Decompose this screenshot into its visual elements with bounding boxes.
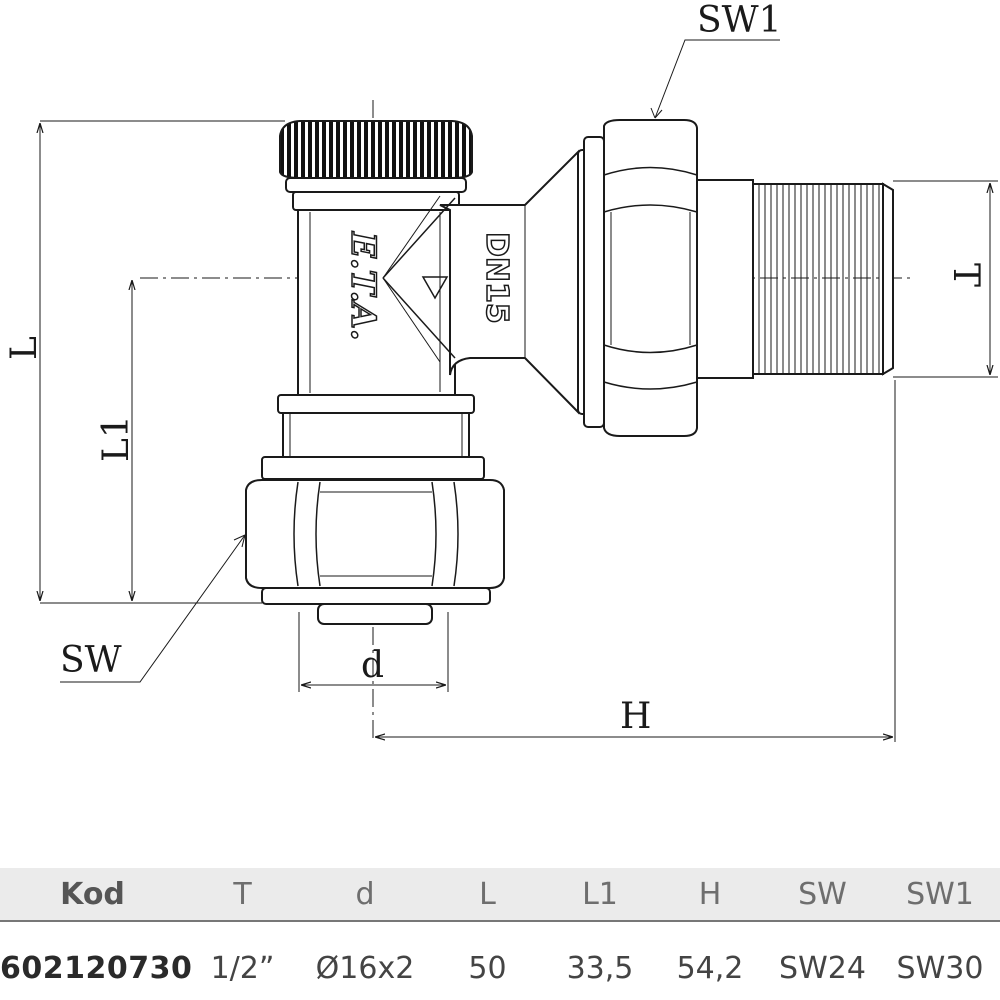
valve-body bbox=[261, 209, 485, 480]
header-d: d bbox=[300, 868, 430, 920]
header-t: T bbox=[185, 868, 300, 920]
label-sw1: SW1 bbox=[697, 0, 782, 41]
label-t: T bbox=[945, 263, 986, 287]
cell-sw: SW24 bbox=[765, 920, 880, 992]
cell-l: 50 bbox=[430, 920, 545, 992]
dimension-d bbox=[298, 612, 449, 692]
dimension-h bbox=[375, 380, 896, 742]
table-row: 602120730 1/2” Ø16x2 50 33,5 54,2 SW24 S… bbox=[0, 920, 1000, 992]
threaded-tailpiece bbox=[696, 179, 894, 379]
leader-sw1 bbox=[654, 39, 780, 119]
header-h: H bbox=[655, 868, 765, 920]
cell-h: 54,2 bbox=[655, 920, 765, 992]
cell-l1: 33,5 bbox=[545, 920, 655, 992]
header-l: L bbox=[430, 868, 545, 920]
header-sw1: SW1 bbox=[880, 868, 1000, 920]
header-l1: L1 bbox=[545, 868, 655, 920]
label-h: H bbox=[620, 696, 651, 737]
dn-marking: DN15 bbox=[479, 232, 514, 324]
header-sw: SW bbox=[765, 868, 880, 920]
dimension-t bbox=[893, 180, 998, 378]
compression-nut-sw bbox=[245, 479, 505, 625]
leader-sw bbox=[60, 534, 246, 683]
horizontal-branch bbox=[382, 149, 579, 415]
knurled-cap bbox=[279, 120, 473, 211]
cell-t: 1/2” bbox=[185, 920, 300, 992]
brand-marking: E.T.A. bbox=[343, 231, 383, 341]
label-d: d bbox=[361, 645, 384, 686]
header-kod: Kod bbox=[0, 868, 185, 920]
spec-table: Kod T d L L1 H SW SW1 602120730 1/2” Ø16… bbox=[0, 868, 1000, 992]
label-sw: SW bbox=[60, 640, 122, 681]
dimension-l bbox=[40, 120, 285, 604]
cell-kod: 602120730 bbox=[0, 920, 192, 992]
cell-sw1: SW30 bbox=[880, 920, 1000, 992]
cell-d: Ø16x2 bbox=[300, 920, 430, 992]
valve-technical-drawing: E.T.A. DN15 SW1 SW L L1 d H T bbox=[4, 0, 998, 742]
label-l: L bbox=[4, 336, 45, 360]
union-nut-sw1 bbox=[577, 119, 698, 437]
label-l1: L1 bbox=[96, 415, 137, 462]
table-header-row: Kod T d L L1 H SW SW1 bbox=[0, 868, 1000, 920]
